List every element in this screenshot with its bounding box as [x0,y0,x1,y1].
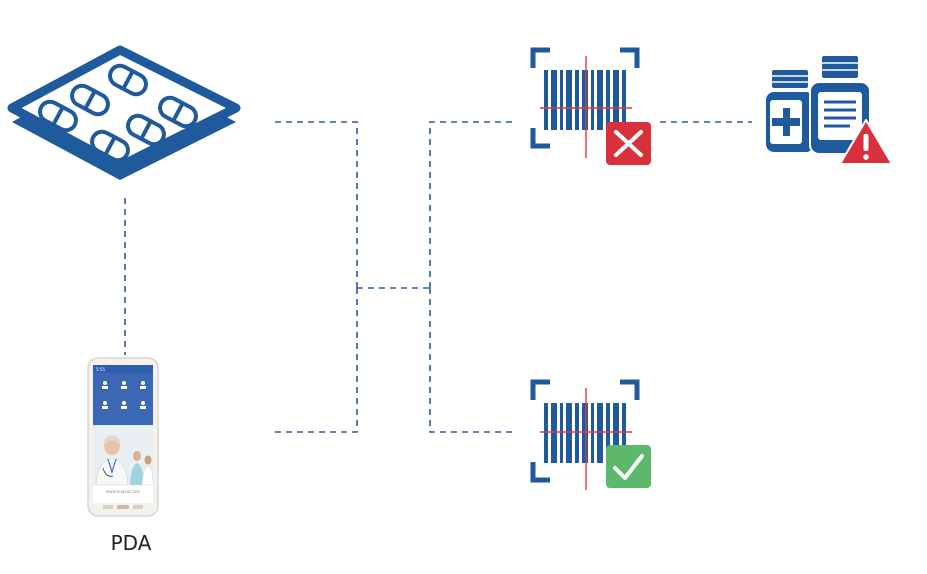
check-mark-icon [606,445,651,488]
pda-device: 5:55 [87,357,159,517]
warning-triangle-icon [839,119,893,165]
pda-app-icons [102,381,146,409]
pda-bottom-button-center [117,505,129,509]
x-mark-icon [606,122,651,165]
barcode-scan-fail-icon [530,47,651,165]
pda-doctor-photo [93,425,154,486]
pda-bottom-button-right [133,505,143,509]
pda-status-bar [93,365,153,373]
pda-bottom-button-left [103,505,113,509]
pda-screen-url: www.huaxia.com [106,489,140,494]
medicine-bottles-icon [766,56,871,155]
pda-label: PDA [111,531,152,555]
connector-hub-to-ok-scan [429,288,512,433]
barcode-scan-ok-icon [530,379,651,490]
pda-status-time: 5:55 [96,367,105,372]
connector-tray-to-hub [275,121,358,288]
connector-lines [124,121,752,433]
connector-hub-to-fail-scan [429,121,512,288]
pill-blister-tray-icon [7,45,241,180]
connector-pda-to-hub [275,288,358,433]
pda-app-grid [93,373,153,425]
